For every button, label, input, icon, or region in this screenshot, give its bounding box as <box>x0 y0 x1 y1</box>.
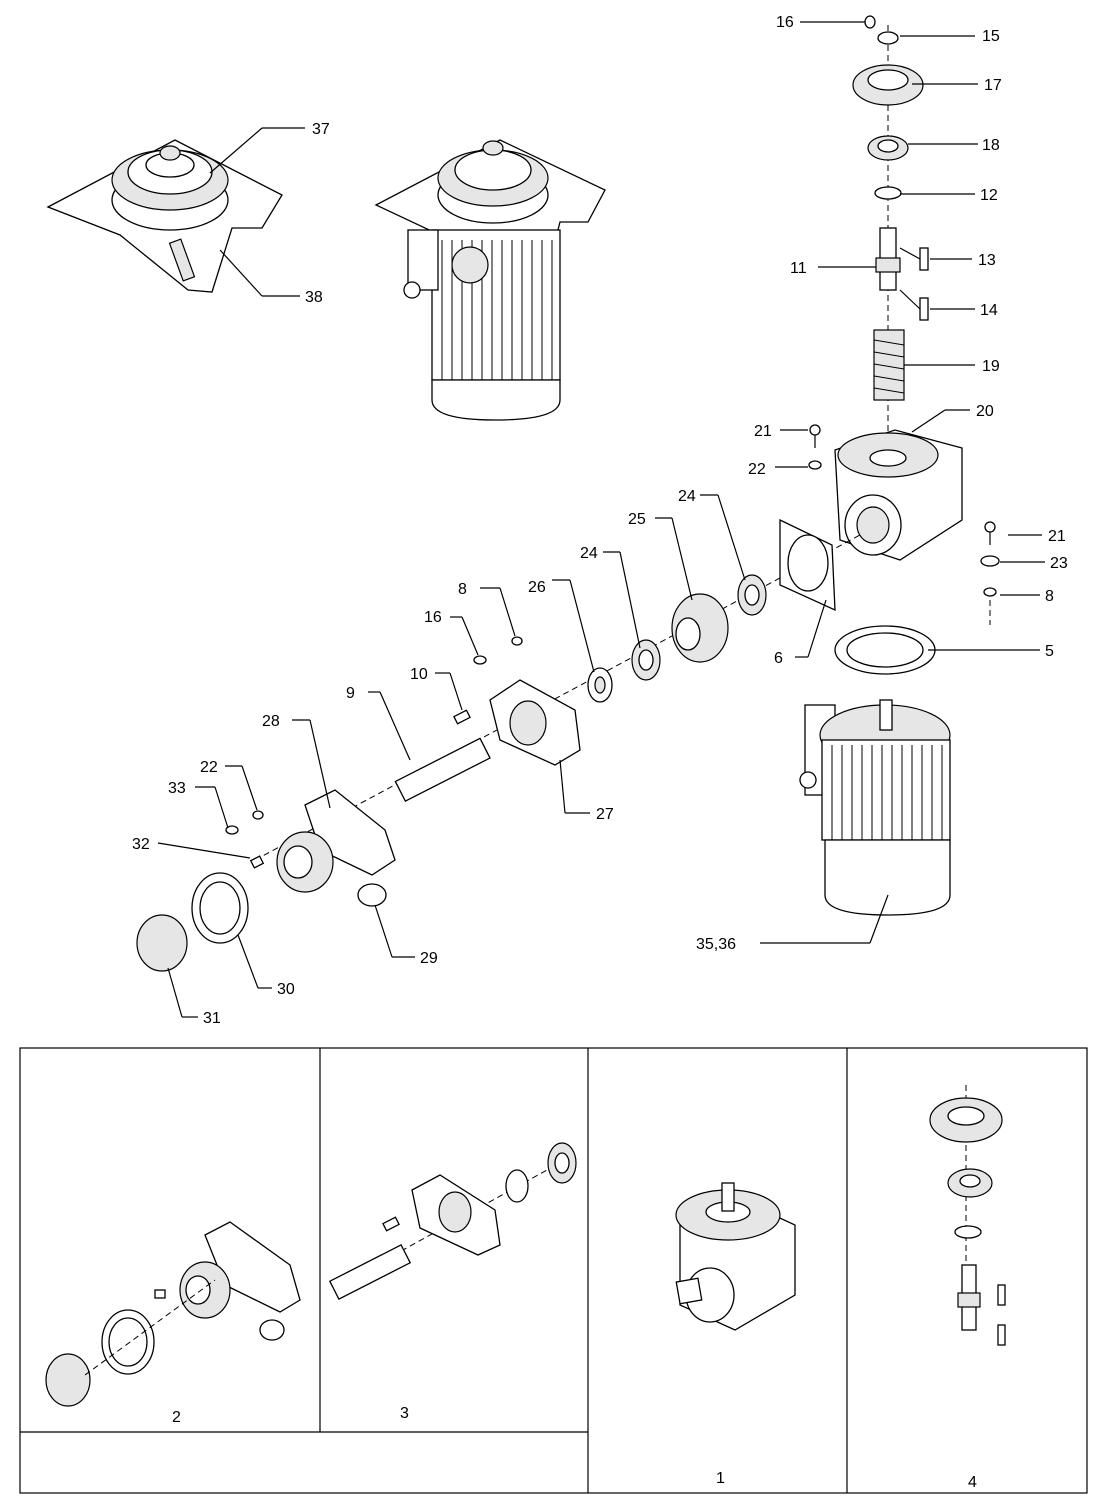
callout-21-right: 21 <box>1048 528 1066 545</box>
shaft-9 <box>395 738 490 801</box>
panel-2-drawing <box>46 1222 300 1406</box>
callout-20: 20 <box>976 403 994 420</box>
callout-19: 19 <box>982 358 1000 375</box>
belt-plate-assembly <box>48 140 282 292</box>
callout-12: 12 <box>980 187 998 204</box>
callout-17: 17 <box>984 77 1002 94</box>
callout-31: 31 <box>203 1010 221 1027</box>
callout-21-left: 21 <box>754 423 772 440</box>
panel-4-label: 4 <box>968 1474 977 1491</box>
motor-with-plate <box>376 140 605 420</box>
gearbox-housing <box>835 430 962 560</box>
panel-1-label: 1 <box>716 1470 725 1487</box>
vertical-shaft-stack <box>853 16 928 440</box>
cap-31 <box>137 915 187 971</box>
panel-2-label: 2 <box>172 1409 181 1426</box>
callout-24-left: 24 <box>580 545 598 562</box>
callout-15: 15 <box>982 28 1000 45</box>
callout-6: 6 <box>774 650 783 667</box>
panel-3-drawing <box>330 1143 576 1299</box>
callout-13: 13 <box>978 252 996 269</box>
callout-16-mid: 16 <box>424 609 442 626</box>
callout-8-right: 8 <box>1045 588 1054 605</box>
callout-30: 30 <box>277 981 295 998</box>
callout-23: 23 <box>1050 555 1068 572</box>
lower-motor <box>800 700 950 915</box>
panel-1-drawing <box>676 1183 795 1330</box>
variant-panels <box>20 1048 1087 1493</box>
key-10 <box>454 710 470 723</box>
callout-5: 5 <box>1045 643 1054 660</box>
panel-3-label: 3 <box>400 1405 409 1422</box>
callout-32: 32 <box>132 836 150 853</box>
callout-18: 18 <box>982 137 1000 154</box>
callout-9: 9 <box>346 685 355 702</box>
callout-22-mid: 22 <box>200 759 218 776</box>
callout-35-36: 35,36 <box>696 936 736 953</box>
knob-29 <box>358 884 386 906</box>
gasket-5-inner <box>847 633 923 667</box>
callout-38: 38 <box>305 289 323 306</box>
callout-24-right: 24 <box>678 488 696 505</box>
callout-29: 29 <box>420 950 438 967</box>
callout-14: 14 <box>980 302 998 319</box>
callout-33: 33 <box>168 780 186 797</box>
callout-16-top: 16 <box>776 14 794 31</box>
callout-26: 26 <box>528 579 546 596</box>
callout-11: 11 <box>790 260 807 277</box>
panel-4-drawing <box>930 1085 1005 1345</box>
callout-10: 10 <box>410 666 428 683</box>
callout-37: 37 <box>312 121 330 138</box>
callout-28: 28 <box>262 713 280 730</box>
callout-8-left: 8 <box>458 581 467 598</box>
callout-27: 27 <box>596 806 614 823</box>
callout-22-top: 22 <box>748 461 766 478</box>
callout-25: 25 <box>628 511 646 528</box>
